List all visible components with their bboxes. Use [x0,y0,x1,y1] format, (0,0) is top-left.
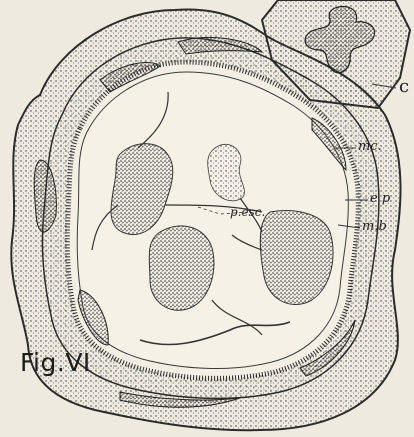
label-c: c [399,76,409,97]
label-pesc: p.esc. [230,205,265,219]
label-mb: m.b [362,219,387,234]
label-mc: mc. [358,139,382,154]
figure-caption: Fig.VI [20,348,91,377]
lumen-mass-right [260,211,333,305]
label-ep: e p [370,191,390,206]
